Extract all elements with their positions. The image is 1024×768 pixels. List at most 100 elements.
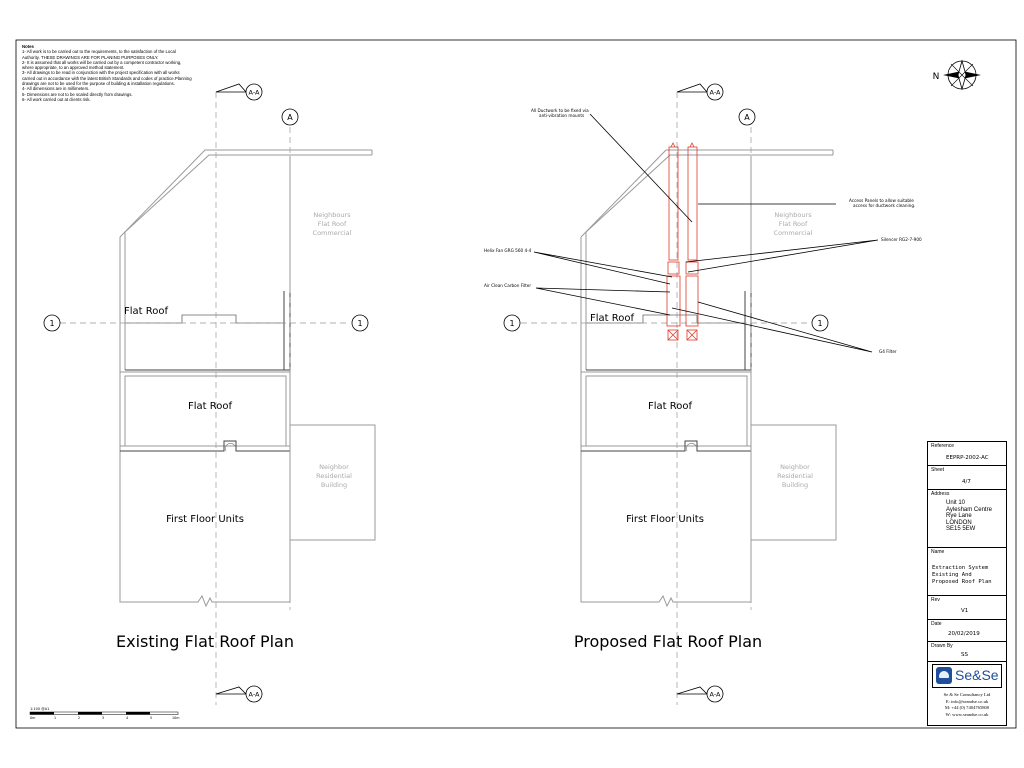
duct-right xyxy=(687,146,698,261)
annotation-leaders xyxy=(533,113,879,353)
section-marker-label: A-A xyxy=(249,691,261,699)
proposed-plan-title: Proposed Flat Roof Plan xyxy=(574,632,762,651)
carbon-filter-unit xyxy=(666,275,681,327)
middle-band xyxy=(581,371,751,447)
svg-text:Neighbours: Neighbours xyxy=(313,211,351,219)
fan-box-right xyxy=(686,329,698,341)
building-outline xyxy=(580,149,833,608)
svg-text:Flat Roof: Flat Roof xyxy=(779,220,808,228)
parapet-line xyxy=(124,154,372,370)
name-value: Extraction System Existing And Proposed … xyxy=(932,565,992,585)
note-item: 3- All drawings to be read in conjunctio… xyxy=(22,70,192,87)
address-value: Unit 10 Aylesham Centre Rye Lane LONDON … xyxy=(946,500,992,532)
name-cell: Name Extraction System Existing And Prop… xyxy=(928,548,1006,596)
svg-text:1: 1 xyxy=(509,319,514,328)
svg-text:4: 4 xyxy=(126,716,128,720)
ductwork xyxy=(666,142,699,341)
company-contact: Se & Se Consultancy Ltd E: info@seandse.… xyxy=(943,692,991,717)
reference-value: EEPRP-2002-AC xyxy=(946,455,989,461)
notes-heading: Notes xyxy=(22,44,34,49)
svg-text:Neighbor: Neighbor xyxy=(780,463,810,471)
first-floor-top xyxy=(581,440,751,452)
note-item: 2- It is assumed that all works will be … xyxy=(22,59,182,71)
date-value: 20/02/2019 xyxy=(948,631,980,637)
existing-plan-title: Existing Flat Roof Plan xyxy=(116,632,294,651)
company-logo-cell: Se&Se xyxy=(928,662,1006,690)
grid-marker-1-left: 1 xyxy=(43,314,61,332)
grid-marker-1-right: 1 xyxy=(351,314,369,332)
svg-text:Building: Building xyxy=(321,481,347,489)
rev-cell: Rev V1 xyxy=(928,596,1006,620)
address-cell: Address Unit 10 Aylesham Centre Rye Lane… xyxy=(928,490,1006,548)
svg-text:Flat Roof: Flat Roof xyxy=(318,220,347,228)
note-item: 4- All dimensions are in millimeters. xyxy=(22,86,90,92)
parapet-line xyxy=(585,154,833,370)
company-logo: Se&Se xyxy=(932,664,1002,688)
label-neighbours: Neighbours Flat Roof Commercial xyxy=(313,211,352,237)
svg-text:Residential: Residential xyxy=(316,472,352,480)
date-cell: Date 20/02/2019 xyxy=(928,620,1006,642)
door-arc xyxy=(225,443,236,452)
label-g4-filter: G4 Filter xyxy=(879,349,897,354)
drawn-by-value: SS xyxy=(961,652,968,658)
svg-text:1: 1 xyxy=(357,319,362,328)
first-floor-top xyxy=(120,440,290,452)
label-ductwork: anti-vibration mounts xyxy=(539,113,584,118)
label-neighbours: Neighbours Flat Roof Commercial xyxy=(774,211,813,237)
svg-text:A: A xyxy=(744,113,750,122)
label-flat-roof-upper: Flat Roof xyxy=(590,313,634,324)
svg-text:Commercial: Commercial xyxy=(774,229,813,237)
label-first-floor: First Floor Units xyxy=(626,514,704,525)
roof-boundary xyxy=(125,291,291,371)
note-item: 5- Dimensions are not to be scaled direc… xyxy=(22,91,133,97)
label-first-floor: First Floor Units xyxy=(166,514,244,525)
section-marker-bottom: A-A xyxy=(215,685,263,703)
svg-text:Neighbor: Neighbor xyxy=(319,463,349,471)
label-helix-fan: Helix Fan GRG 560 4-4 xyxy=(484,248,532,253)
svg-text:1: 1 xyxy=(54,716,56,720)
scale-bar: 1:100 @A1 0m 1 2 3 4 5 10m xyxy=(29,707,179,720)
svg-text:Commercial: Commercial xyxy=(313,229,352,237)
annotation-labels: All Ductwork to be fixed via anti-vibrat… xyxy=(484,108,922,354)
svg-text:1: 1 xyxy=(49,319,54,328)
scale-label: 1:100 @A1 xyxy=(30,707,49,711)
compass-label: N xyxy=(933,72,940,82)
drawn-by-cell: Drawn By SS xyxy=(928,642,1006,662)
note-item: 6- All work carried out at clients risk. xyxy=(22,96,91,102)
proposed-plan: A-A A-A A 1 1 xyxy=(484,83,922,705)
door-arc xyxy=(686,443,697,452)
svg-text:3: 3 xyxy=(102,716,104,720)
svg-text:2: 2 xyxy=(78,716,80,720)
label-flat-roof-middle: Flat Roof xyxy=(188,401,232,412)
label-neighbor-residential: Neighbor Residential Building xyxy=(316,463,352,489)
notes-block: Notes 1- All work is to be carried out t… xyxy=(22,44,192,102)
title-block: Reference EEPRP-2002-AC Sheet 4/7 Addres… xyxy=(927,441,1007,726)
svg-text:Residential: Residential xyxy=(777,472,813,480)
silencer-box xyxy=(685,261,699,275)
note-item: 1- All work is to be carried out to the … xyxy=(22,49,176,60)
label-silencer: Silencer RG2-7-900 xyxy=(881,237,922,242)
label-access-panels: access for ductwork cleaning. xyxy=(853,203,915,208)
duct-left xyxy=(668,146,679,261)
label-neighbor-residential: Neighbor Residential Building xyxy=(777,463,813,489)
g4-filter-unit xyxy=(685,275,699,327)
svg-text:10m: 10m xyxy=(172,716,179,720)
section-marker-label: A-A xyxy=(249,89,261,97)
section-marker-bottom: A-A xyxy=(676,685,724,703)
grid-marker-a: A xyxy=(281,108,299,126)
sheet-cell: Sheet 4/7 xyxy=(928,466,1006,490)
grid-marker-1-right: 1 xyxy=(811,314,829,332)
helix-fan-left xyxy=(667,261,680,275)
hard-hat-icon xyxy=(936,667,952,684)
svg-text:1: 1 xyxy=(817,319,822,328)
svg-text:A: A xyxy=(287,113,293,122)
sheet-frame xyxy=(15,39,1017,729)
middle-band-inner xyxy=(585,375,748,446)
middle-band xyxy=(120,371,290,447)
section-marker-top: A-A xyxy=(676,83,724,101)
fan-box-left xyxy=(667,329,679,341)
section-marker-top: A-A xyxy=(215,83,263,101)
label-access-panels: Access Panels to allow suitable xyxy=(849,198,914,203)
